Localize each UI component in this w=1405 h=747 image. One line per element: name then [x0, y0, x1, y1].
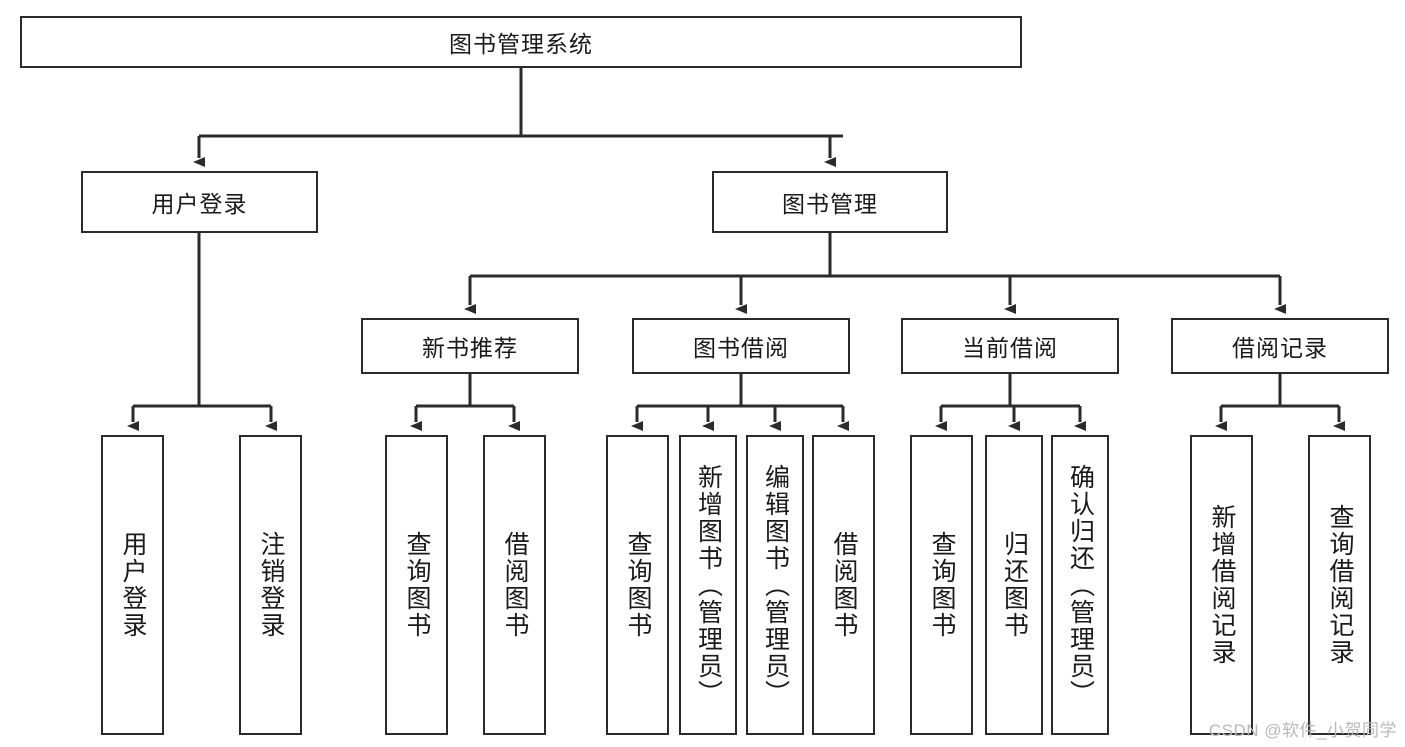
node-user-login[interactable]: 用户登录	[81, 171, 318, 233]
node-leaf-query-book-1-label: 查询图书	[403, 531, 431, 639]
node-leaf-borrow-book-1-label: 借阅图书	[501, 531, 529, 639]
node-borrow-record-label: 借阅记录	[1232, 335, 1328, 361]
node-leaf-return-book-label: 归还图书	[1000, 531, 1029, 639]
node-leaf-borrow-book-2[interactable]: 借阅图书	[812, 435, 875, 735]
node-leaf-confirm-return[interactable]: 确认归还（管理员）	[1051, 435, 1109, 735]
node-leaf-query-book-1[interactable]: 查询图书	[385, 435, 448, 735]
node-leaf-logout[interactable]: 注销登录	[239, 435, 302, 735]
node-new-book-rec-label: 新书推荐	[422, 335, 518, 361]
node-root[interactable]: 图书管理系统	[20, 16, 1022, 68]
node-leaf-query-book-2-label: 查询图书	[624, 531, 652, 639]
node-borrow-record[interactable]: 借阅记录	[1171, 318, 1389, 374]
node-current-borrow-label: 当前借阅	[962, 335, 1058, 361]
node-leaf-query-record-label: 查询借阅记录	[1326, 504, 1354, 666]
node-new-book-rec[interactable]: 新书推荐	[361, 318, 579, 374]
node-leaf-logout-label: 注销登录	[257, 531, 285, 639]
node-leaf-add-book[interactable]: 新增图书（管理员）	[679, 435, 737, 735]
node-leaf-edit-book[interactable]: 编辑图书（管理员）	[746, 435, 804, 735]
node-leaf-confirm-return-label: 确认归还（管理员）	[1066, 463, 1095, 707]
node-leaf-query-book-3[interactable]: 查询图书	[910, 435, 973, 735]
node-leaf-return-book[interactable]: 归还图书	[985, 435, 1043, 735]
node-book-manage[interactable]: 图书管理	[712, 171, 948, 233]
node-leaf-borrow-book-1[interactable]: 借阅图书	[483, 435, 546, 735]
node-root-label: 图书管理系统	[449, 31, 593, 57]
node-book-borrow-label: 图书借阅	[693, 335, 789, 361]
node-book-manage-label: 图书管理	[782, 191, 878, 217]
node-leaf-add-record-label: 新增借阅记录	[1208, 504, 1236, 666]
node-leaf-add-book-label: 新增图书（管理员）	[694, 463, 723, 707]
node-leaf-query-book-2[interactable]: 查询图书	[606, 435, 669, 735]
node-user-login-label: 用户登录	[151, 191, 248, 217]
node-current-borrow[interactable]: 当前借阅	[901, 318, 1119, 374]
node-leaf-edit-book-label: 编辑图书（管理员）	[761, 463, 790, 707]
node-leaf-user-login[interactable]: 用户登录	[101, 435, 164, 735]
node-leaf-borrow-book-2-label: 借阅图书	[830, 531, 858, 639]
csdn-watermark: CSDN @软件_小贺同学	[1208, 721, 1397, 740]
node-book-borrow[interactable]: 图书借阅	[632, 318, 850, 374]
node-leaf-user-login-label: 用户登录	[119, 531, 147, 639]
node-leaf-add-record[interactable]: 新增借阅记录	[1190, 435, 1253, 735]
node-leaf-query-book-3-label: 查询图书	[928, 531, 956, 639]
node-leaf-query-record[interactable]: 查询借阅记录	[1308, 435, 1371, 735]
